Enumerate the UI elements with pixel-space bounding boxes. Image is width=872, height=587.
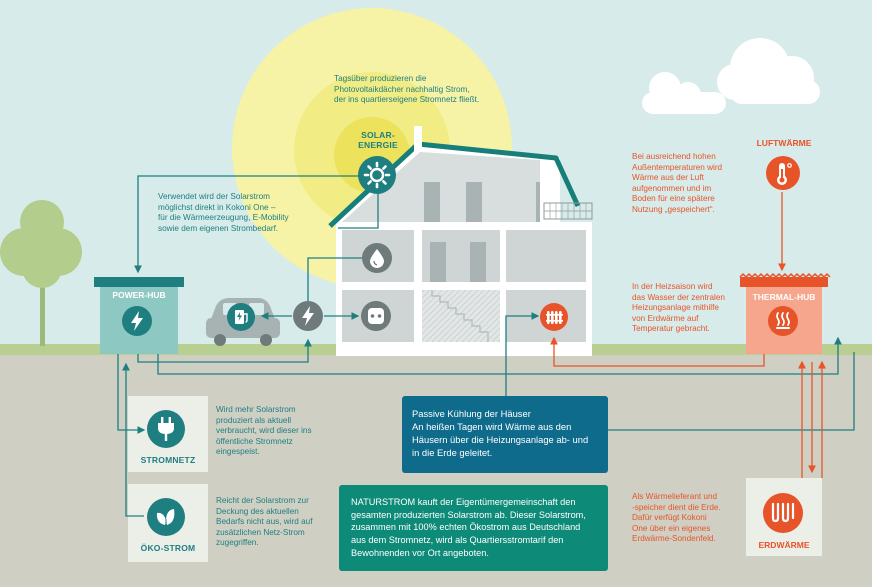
line-cooling-up [505,312,540,396]
line-solar-to-house [338,192,379,229]
line-solar-to-power-hub [134,175,360,274]
erdwaerme-text: Als Wärmelieferant und -speicher dient d… [632,492,721,543]
line-thermal-to-radiator [550,336,765,367]
line-to-stromnetz [117,354,146,434]
line-power-hub-to-lightning [137,338,312,363]
passive-cooling-title: Passive Kühlung der Häuser [412,408,531,419]
thermometer-icon [766,156,800,190]
cloud-large [717,38,820,104]
line-hub-bus [157,336,842,375]
passive-cooling-box: Passive Kühlung der Häuser An heißen Tag… [402,396,608,473]
power-hub-label: POWER-HUB [112,290,166,300]
solar-caption: Tagsüber produzieren die Photovoltaikdäc… [334,74,480,104]
solar-energy-label: SOLAR- ENERGIE [358,130,398,150]
tree [0,200,82,346]
water-drop-icon [362,243,392,273]
lightning-hub-icon [293,301,323,331]
thermal-hub-label: THERMAL-HUB [752,292,816,302]
stromnetz-label: STROMNETZ [140,455,196,465]
ev-charger-icon [227,303,255,331]
line-from-oeko-strom [122,362,144,517]
house [328,126,593,356]
naturstrom-box: NATURSTROM kauft der Eigentümergemeinsch… [339,485,608,571]
leaves-icon [147,498,185,536]
power-socket-icon [361,301,391,331]
luftwaerme-label: LUFTWÄRME [756,138,812,148]
erdwaerme-label: ERDWÄRME [758,540,810,550]
oeko-strom-label: ÖKO-STROM [140,543,196,553]
plug-icon [147,410,185,448]
lightning-icon [122,306,152,336]
solar-use-text: Verwendet wird der Solarstrom möglichst … [158,192,289,233]
stromnetz-text: Wird mehr Solarstrom produziert als aktu… [216,405,312,456]
line-cooling-to-thermal [608,352,855,431]
luftwaerme-text: Bei ausreichend hohen Außentemperaturen … [632,152,723,214]
gear-sun-icon [358,156,396,194]
thermal-hub-text: In der Heizsaison wird das Wasser der ze… [632,282,725,333]
ground-probe-icon [763,493,803,533]
radiator-icon [540,303,568,331]
oeko-strom-text: Reicht der Solarstrom zur Deckung des ak… [216,496,313,547]
passive-cooling-body: An heißen Tagen wird Wärme aus den Häuse… [412,420,589,458]
cloud-small [642,72,726,114]
heat-waves-icon [768,306,798,336]
